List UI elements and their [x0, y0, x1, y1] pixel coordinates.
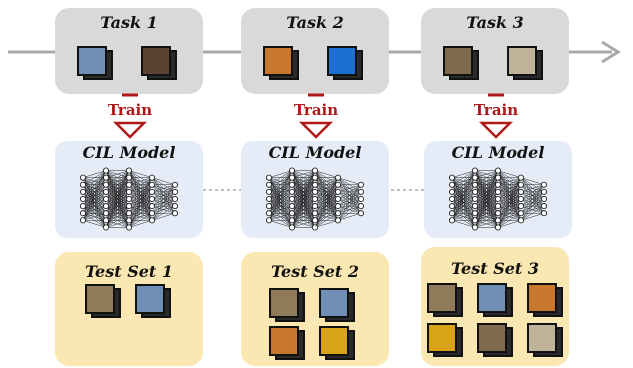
bird-image	[319, 288, 349, 318]
test-set-box-2: Test Set 2	[241, 252, 389, 366]
test-set-box-1: Test Set 1	[55, 252, 203, 366]
fish-image	[319, 326, 349, 356]
train-arrow-icon	[478, 93, 514, 139]
cil-model-box-1: CIL Model	[55, 141, 203, 238]
bird-image	[477, 283, 507, 313]
tiger-image	[527, 283, 557, 313]
model-title: CIL Model	[82, 143, 176, 162]
neural-network-icon	[448, 167, 548, 231]
neural-network-icon	[79, 167, 179, 231]
dog-image	[85, 284, 115, 314]
fish-image	[327, 46, 357, 76]
neural-network-icon	[265, 167, 365, 231]
task-title: Task 1	[100, 13, 158, 32]
fish-image	[427, 323, 457, 353]
tiger-image	[269, 326, 299, 356]
task-title: Task 3	[466, 13, 524, 32]
task-box-1: Task 1	[55, 8, 203, 94]
bird-image	[135, 284, 165, 314]
model-title: CIL Model	[268, 143, 362, 162]
monkey-image	[477, 323, 507, 353]
train-label: Train	[107, 101, 153, 119]
monkey-image	[443, 46, 473, 76]
sheep-image	[507, 46, 537, 76]
dog-image	[269, 288, 299, 318]
dog-image	[427, 283, 457, 313]
task-title: Task 2	[286, 13, 344, 32]
bird-image	[77, 46, 107, 76]
test-set-box-3: Test Set 3	[421, 247, 569, 366]
test-set-title: Test Set 2	[270, 262, 360, 281]
train-arrow-icon	[298, 93, 334, 139]
task-box-2: Task 2	[241, 8, 389, 94]
sheep-image	[527, 323, 557, 353]
train-label: Train	[473, 101, 519, 119]
task-box-3: Task 3	[421, 8, 569, 94]
cil-model-box-3: CIL Model	[424, 141, 572, 238]
dog-image	[141, 46, 171, 76]
tiger-image	[263, 46, 293, 76]
test-set-title: Test Set 1	[84, 262, 174, 281]
model-title: CIL Model	[451, 143, 545, 162]
cil-model-box-2: CIL Model	[241, 141, 389, 238]
train-arrow-icon	[112, 93, 148, 139]
train-label: Train	[293, 101, 339, 119]
test-set-title: Test Set 3	[450, 259, 540, 278]
